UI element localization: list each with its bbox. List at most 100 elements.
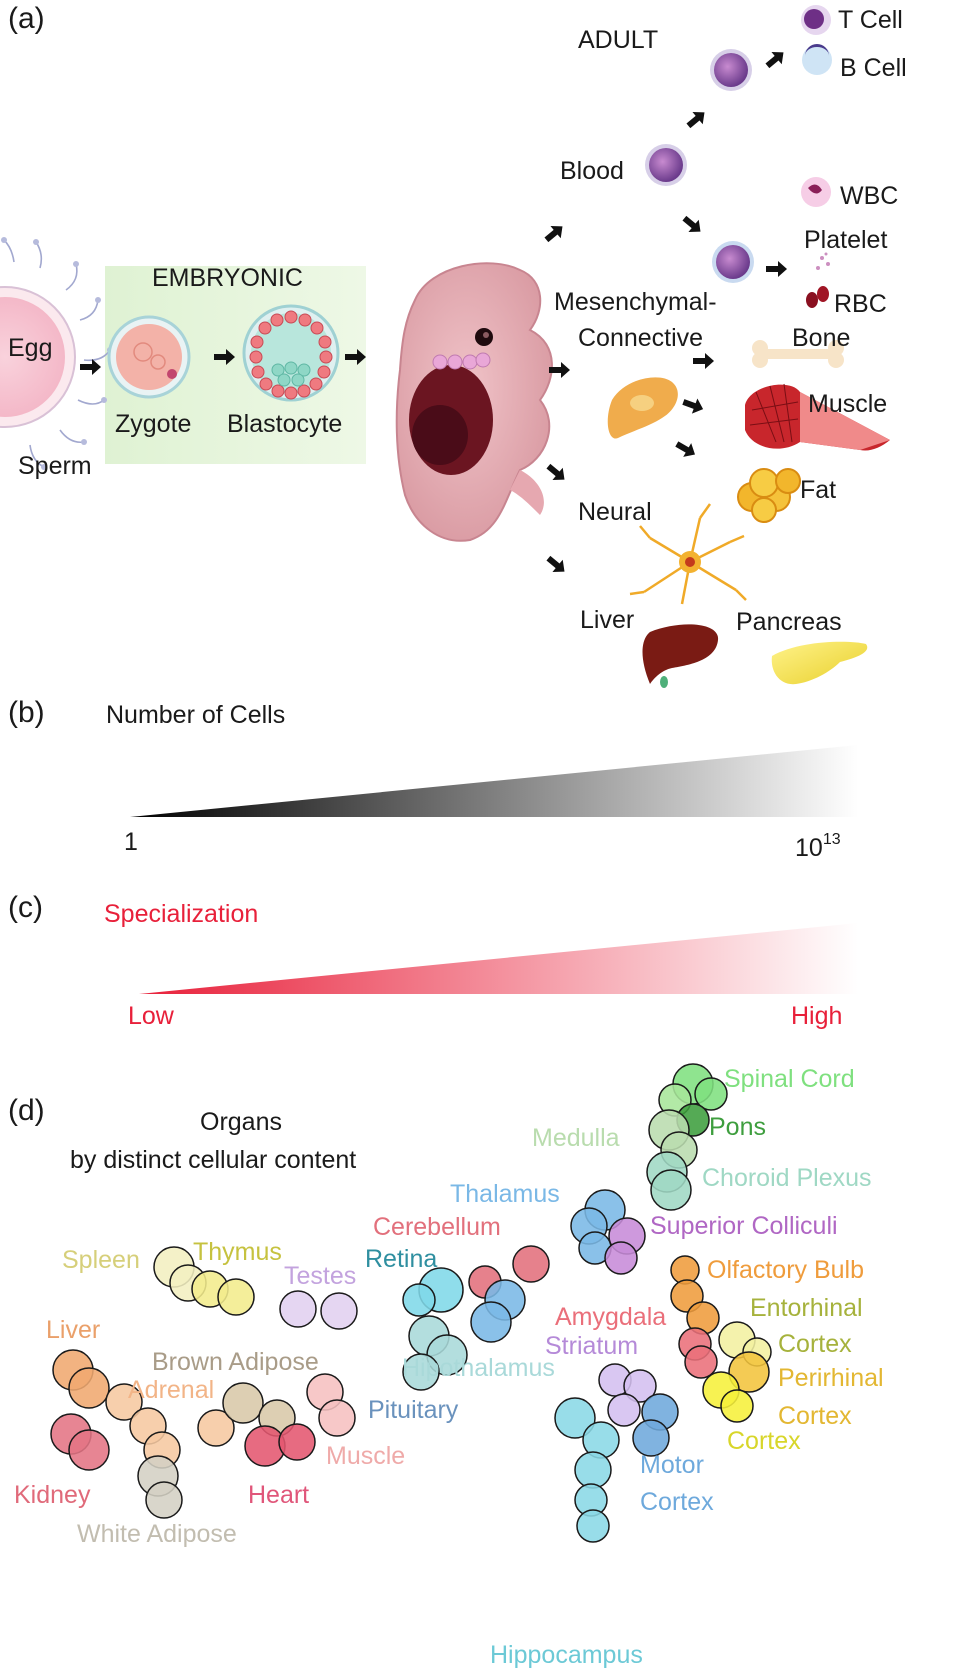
bone-label: Bone: [792, 324, 851, 352]
b-cell-label: B Cell: [840, 54, 907, 82]
mesenchymal-label-line2: Connective: [578, 324, 704, 352]
neuron-nucleus: [685, 557, 695, 567]
muscle-illustration: [745, 383, 890, 451]
cluster-perirhinal: [728, 1351, 770, 1393]
cluster-cortex-yellow: [702, 1371, 754, 1423]
zygote-illustration: [107, 315, 191, 399]
cluster-white-adipose: [137, 1455, 183, 1519]
adult-label: ADULT: [578, 26, 659, 54]
cluster-thalamus-2: [470, 1279, 526, 1343]
pancreas-illustration: [771, 641, 868, 685]
panel-b-letter: (b): [8, 696, 45, 729]
embryonic-label: EMBRYONIC: [152, 264, 303, 292]
organ-label-entorhinal-cortex: Cortex: [778, 1330, 852, 1358]
cluster-thalamus: [570, 1189, 626, 1265]
rbc-label: RBC: [834, 290, 887, 318]
organ-label-entorhinal: Entorhinal: [750, 1294, 863, 1322]
organ-label-perirhinal: Perirhinal: [778, 1364, 884, 1392]
cluster-hypothalamus: [402, 1315, 468, 1391]
cluster-muscle: [306, 1373, 356, 1437]
cluster-choroid-plexus: [646, 1151, 692, 1211]
cluster-heart: [244, 1423, 316, 1467]
cluster-cerebellum: [468, 1245, 550, 1299]
organ-label-perirhinal-cortex: Cortex: [778, 1402, 852, 1430]
organ-label-choroid-plexus: Choroid Plexus: [702, 1164, 872, 1192]
organs-title-line1: Organs: [200, 1108, 282, 1136]
specialization-low: Low: [128, 1002, 174, 1030]
muscle-cell-label: Muscle: [808, 390, 888, 418]
cluster-retina: [402, 1267, 464, 1317]
cluster-superior-colliculi: [604, 1217, 646, 1275]
blood-label: Blood: [560, 157, 624, 185]
embryo-illustration: [395, 262, 553, 542]
mesenchymal-label-line1: Mesenchymal-: [554, 288, 717, 316]
organ-label-amygdala: Amygdala: [555, 1303, 667, 1331]
panel-a-letter: (a): [8, 2, 45, 35]
organ-label-testes: Testes: [284, 1262, 357, 1290]
panel-d-letter: (d): [8, 1094, 45, 1127]
zygote-label: Zygote: [115, 410, 192, 438]
organ-label-spleen: Spleen: [62, 1246, 140, 1274]
organ-label-thymus: Thymus: [193, 1238, 282, 1266]
neural-label: Neural: [578, 498, 652, 526]
organ-label-motor: Motor: [640, 1451, 704, 1479]
t-cell-label: T Cell: [838, 6, 903, 34]
cluster-hippocampus: [554, 1397, 620, 1543]
sperm-label: Sperm: [18, 452, 92, 480]
liver-lineage-label: Liver: [580, 606, 635, 634]
specialization-high: High: [791, 1002, 843, 1030]
cells-max-label: 1013: [795, 832, 841, 862]
cells-max-exponent: 13: [822, 831, 841, 848]
cluster-kidney: [50, 1413, 110, 1471]
organ-label-olfactory-bulb: Olfactory Bulb: [707, 1256, 865, 1284]
cluster-motor-cortex: [632, 1393, 679, 1457]
organ-label-retina: Retina: [365, 1245, 438, 1273]
number-of-cells-wedge: [130, 745, 858, 817]
liver-illustration: [642, 624, 719, 684]
arrows-panel-a: [80, 52, 787, 572]
egg-label: Egg: [8, 334, 53, 362]
cluster-adrenal: [105, 1383, 181, 1469]
organ-label-motor-cortex: Cortex: [640, 1488, 714, 1516]
organ-label-superior-colliculi: Superior Colliculi: [650, 1212, 838, 1240]
organ-label-liver: Liver: [46, 1316, 101, 1344]
fat-label: Fat: [800, 476, 837, 504]
egg-illustration: [0, 237, 113, 470]
panel-c-letter: (c): [8, 891, 43, 924]
organ-label-hippocampus: Hippocampus: [490, 1641, 643, 1669]
cells-max-base: 10: [795, 834, 823, 862]
organ-clusters: [50, 1063, 772, 1543]
organ-label-muscle: Muscle: [326, 1442, 406, 1470]
organ-label-cortex: Cortex: [727, 1427, 801, 1455]
blastocyte-label: Blastocyte: [227, 410, 343, 438]
organ-label-cerebellum: Cerebellum: [373, 1213, 501, 1241]
organ-label-medulla: Medulla: [532, 1124, 620, 1152]
organ-label-kidney: Kidney: [14, 1481, 91, 1509]
organ-label-white-adipose: White Adipose: [77, 1520, 237, 1548]
cluster-liver: [52, 1349, 110, 1409]
number-of-cells-title: Number of Cells: [106, 701, 286, 729]
blood-cells: [645, 5, 832, 308]
cluster-testes: [279, 1290, 358, 1330]
organ-label-heart: Heart: [248, 1481, 310, 1509]
mesenchymal-nucleus: [630, 395, 654, 411]
bone-illustration: [752, 340, 844, 368]
organ-label-thalamus: Thalamus: [450, 1180, 560, 1208]
organ-label-brown-adipose: Brown Adipose: [152, 1348, 319, 1376]
specialization-wedge: [139, 923, 858, 994]
wbc-label: WBC: [840, 182, 899, 210]
organs-title-line2: by distinct cellular content: [70, 1146, 357, 1174]
organ-label-pituitary: Pituitary: [368, 1396, 459, 1424]
organ-label-hipothalamus: Hipothalamus: [402, 1354, 555, 1382]
specialization-title: Specialization: [104, 900, 259, 928]
cluster-thymus: [191, 1270, 255, 1316]
fat-illustration: [737, 468, 801, 523]
cluster-amygdala: [678, 1327, 718, 1379]
organ-label-pons: Pons: [709, 1113, 766, 1141]
cells-min-label: 1: [124, 828, 138, 856]
organ-label-striatum: Striatum: [545, 1332, 639, 1360]
platelet-label: Platelet: [804, 226, 888, 254]
cluster-striatum: [598, 1363, 657, 1427]
